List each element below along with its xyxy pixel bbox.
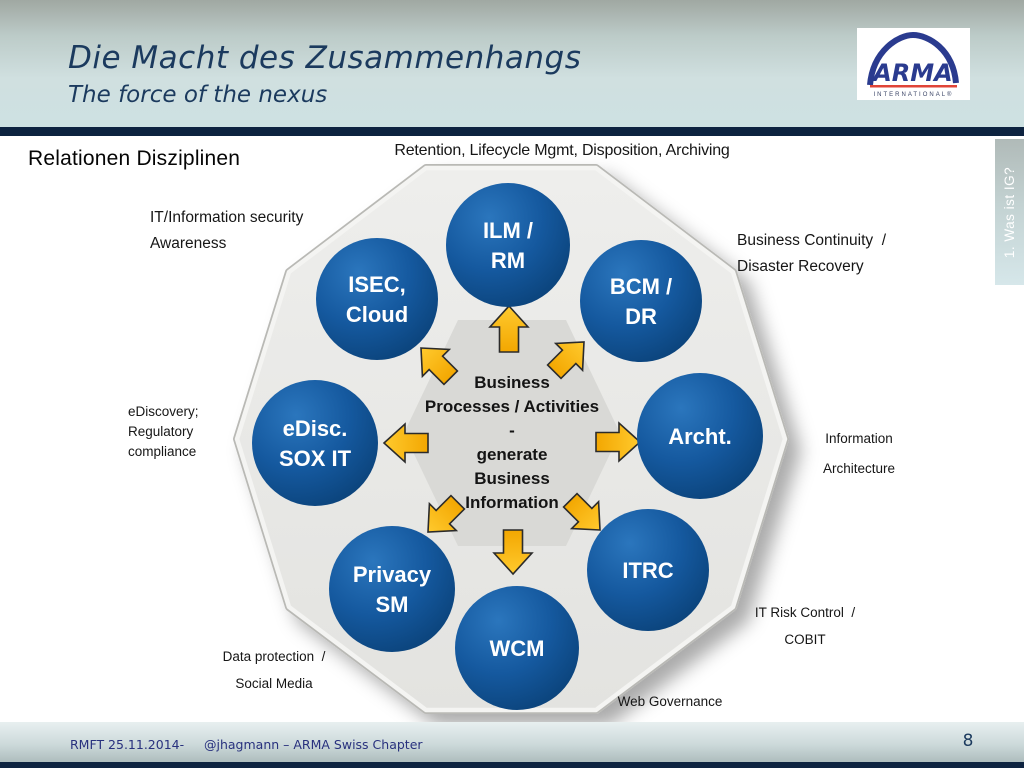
node-isec-cloud: ISEC, Cloud	[316, 238, 438, 360]
label-business-continuity: Business Continuity / Disaster Recovery	[737, 228, 886, 280]
label-ediscovery: eDiscovery; Regulatory compliance	[128, 402, 199, 462]
node-ilm-line2: RM	[491, 248, 525, 273]
arrow-down-right-icon	[562, 492, 601, 531]
label-it-security: IT/Information security Awareness	[150, 205, 303, 257]
center-line: generate	[476, 445, 548, 464]
arrow-up-left-icon	[420, 347, 459, 386]
label-line: Disaster Recovery	[737, 258, 864, 275]
node-privacy-line2: SM	[376, 592, 409, 617]
label-line: Information	[825, 431, 893, 446]
node-itrc-circle	[587, 509, 709, 631]
footer	[0, 722, 1024, 762]
hexagon-core	[404, 320, 620, 546]
arrow-up-icon	[488, 304, 530, 353]
arrow-down-icon	[492, 529, 534, 576]
arma-logo: ARMA INTERNATIONAL®	[857, 28, 970, 100]
label-line: Data protection /	[222, 649, 326, 664]
node-ilm-line1: ILM /	[483, 218, 533, 243]
node-ilm-rm-circle	[446, 183, 570, 307]
node-bcm-circle	[580, 240, 702, 362]
label-web-governance: Web Governance	[605, 694, 735, 709]
hexagon-center-text: Business Processes / Activities - genera…	[392, 371, 632, 515]
node-bcm-line2: DR	[625, 304, 657, 329]
node-privacy-line1: Privacy	[353, 562, 432, 587]
node-bcm-dr: BCM / DR	[580, 240, 702, 362]
label-line: COBIT	[784, 632, 826, 647]
page-title: Relationen Disziplinen	[28, 147, 241, 170]
arrow-group	[382, 304, 642, 576]
node-edisc-circle	[252, 380, 378, 506]
page-number: 8	[962, 731, 974, 751]
center-line: Business	[474, 469, 550, 488]
discipline-nodes: ILM / RM ISEC, Cloud BCM / DR eDisc. SOX…	[252, 183, 763, 710]
label-retention-line: Retention, Lifecycle Mgmt, Disposition, …	[394, 142, 730, 159]
slide-header: Die Macht des Zusammenhangs The force of…	[0, 0, 1024, 127]
footer-event: RMFT 25.11.2014-	[70, 737, 185, 752]
node-wcm-line1: WCM	[490, 636, 545, 661]
label-information-architecture: Information Architecture	[809, 424, 909, 484]
arma-logo-name: ARMA	[871, 59, 953, 87]
center-line: Business	[474, 373, 550, 392]
slide-title: Die Macht des Zusammenhangs	[68, 40, 582, 76]
node-isec-line1: ISEC,	[348, 272, 405, 297]
label-line: Awareness	[150, 235, 227, 252]
header-divider	[0, 127, 1024, 136]
node-archt-circle	[637, 373, 763, 499]
arrow-down-left-icon	[427, 494, 466, 533]
label-it-risk: IT Risk Control / COBIT	[735, 599, 875, 653]
label-line: Architecture	[822, 461, 896, 476]
node-archt: Archt.	[637, 373, 763, 499]
label-line: IT Risk Control /	[754, 605, 856, 620]
node-archt-line1: Archt.	[668, 424, 732, 449]
label-line: Web Governance	[617, 694, 723, 709]
center-line: Processes / Activities	[424, 397, 600, 416]
center-line: Information	[465, 493, 559, 512]
label-data-protection: Data protection / Social Media	[204, 643, 344, 697]
node-privacy-sm: Privacy SM	[329, 526, 455, 652]
label-line: compliance	[128, 444, 197, 459]
label-line: Social Media	[235, 676, 313, 691]
arma-logo-graphic: ARMA INTERNATIONAL®	[867, 31, 959, 98]
bottom-bar	[0, 762, 1024, 768]
arrow-up-right-icon	[546, 341, 585, 380]
node-itrc: ITRC	[587, 509, 709, 631]
node-bcm-line1: BCM /	[610, 274, 672, 299]
node-isec-line2: Cloud	[346, 302, 408, 327]
node-ilm-rm: ILM / RM	[446, 183, 570, 307]
footer-author: @jhagmann – ARMA Swiss Chapter	[204, 737, 423, 752]
label-retention: Retention, Lifecycle Mgmt, Disposition, …	[312, 142, 812, 160]
node-edisc-sox: eDisc. SOX IT	[252, 380, 378, 506]
label-line: eDiscovery;	[128, 404, 199, 419]
slide-subtitle: The force of the nexus	[68, 82, 328, 108]
label-line: IT/Information security	[150, 209, 304, 226]
node-edisc-line2: SOX IT	[279, 446, 352, 471]
logo-red-line	[870, 85, 957, 88]
node-wcm-circle	[455, 586, 579, 710]
arma-arch-icon	[867, 31, 959, 86]
arrow-left-icon	[382, 422, 429, 464]
node-itrc-line1: ITRC	[622, 558, 673, 583]
arma-logo-sub: INTERNATIONAL®	[874, 91, 954, 98]
node-edisc-line1: eDisc.	[283, 416, 348, 441]
node-privacy-circle	[329, 526, 455, 652]
arrow-right-icon	[595, 421, 642, 463]
node-wcm: WCM	[455, 586, 579, 710]
node-isec-circle	[316, 238, 438, 360]
section-tab[interactable]: 1. Was ist IG?	[995, 139, 1024, 285]
label-line: Regulatory	[128, 424, 194, 439]
label-line: Business Continuity /	[737, 232, 887, 249]
center-line: -	[509, 421, 515, 440]
